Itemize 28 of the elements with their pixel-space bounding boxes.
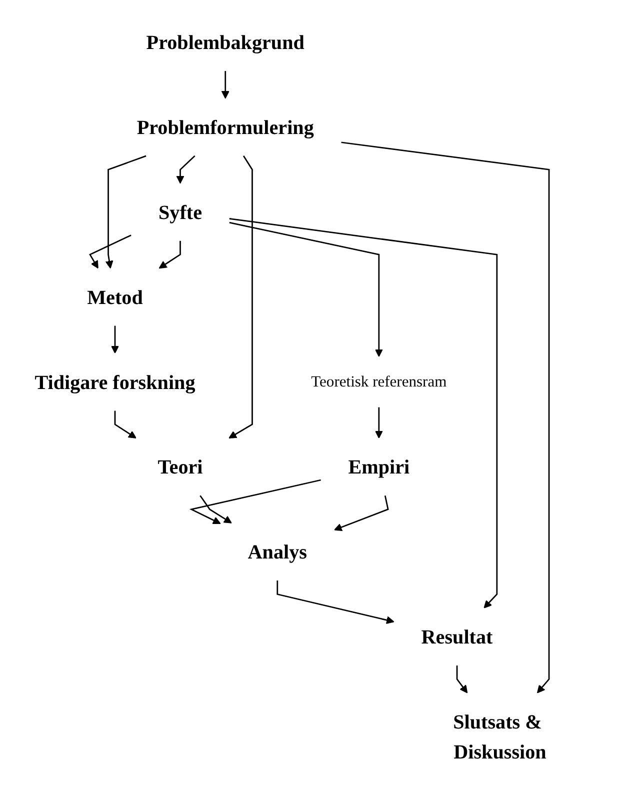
arrow (200, 495, 232, 524)
arrow (341, 142, 550, 694)
node-text: Teori (158, 455, 203, 478)
arrow (228, 156, 253, 438)
node-text: Resultat (421, 625, 493, 648)
arrow (158, 240, 181, 269)
arrow (276, 580, 394, 624)
arrow (110, 326, 119, 354)
node-text: Slutsats & Diskussion (453, 710, 546, 764)
node-text: Analys (248, 540, 307, 564)
arrow (176, 155, 196, 184)
arrow (189, 479, 321, 524)
arrow (334, 495, 389, 532)
node-text: Problemformulering (136, 116, 314, 139)
node-text: Syfte (158, 200, 202, 224)
arrow (221, 71, 230, 99)
arrow (114, 410, 136, 438)
node-text: Empiri (348, 455, 410, 478)
node-text: Teoretisk referensram (311, 373, 447, 390)
arrow (105, 155, 146, 269)
arrow (456, 665, 468, 694)
arrow (229, 222, 383, 357)
node-text: Tidigare forskning (34, 370, 196, 394)
node-text: Problembakgrund (146, 30, 304, 54)
arrow (374, 407, 383, 438)
arrow (89, 234, 132, 269)
node-text: Metod (87, 286, 143, 308)
arrow (229, 218, 498, 608)
